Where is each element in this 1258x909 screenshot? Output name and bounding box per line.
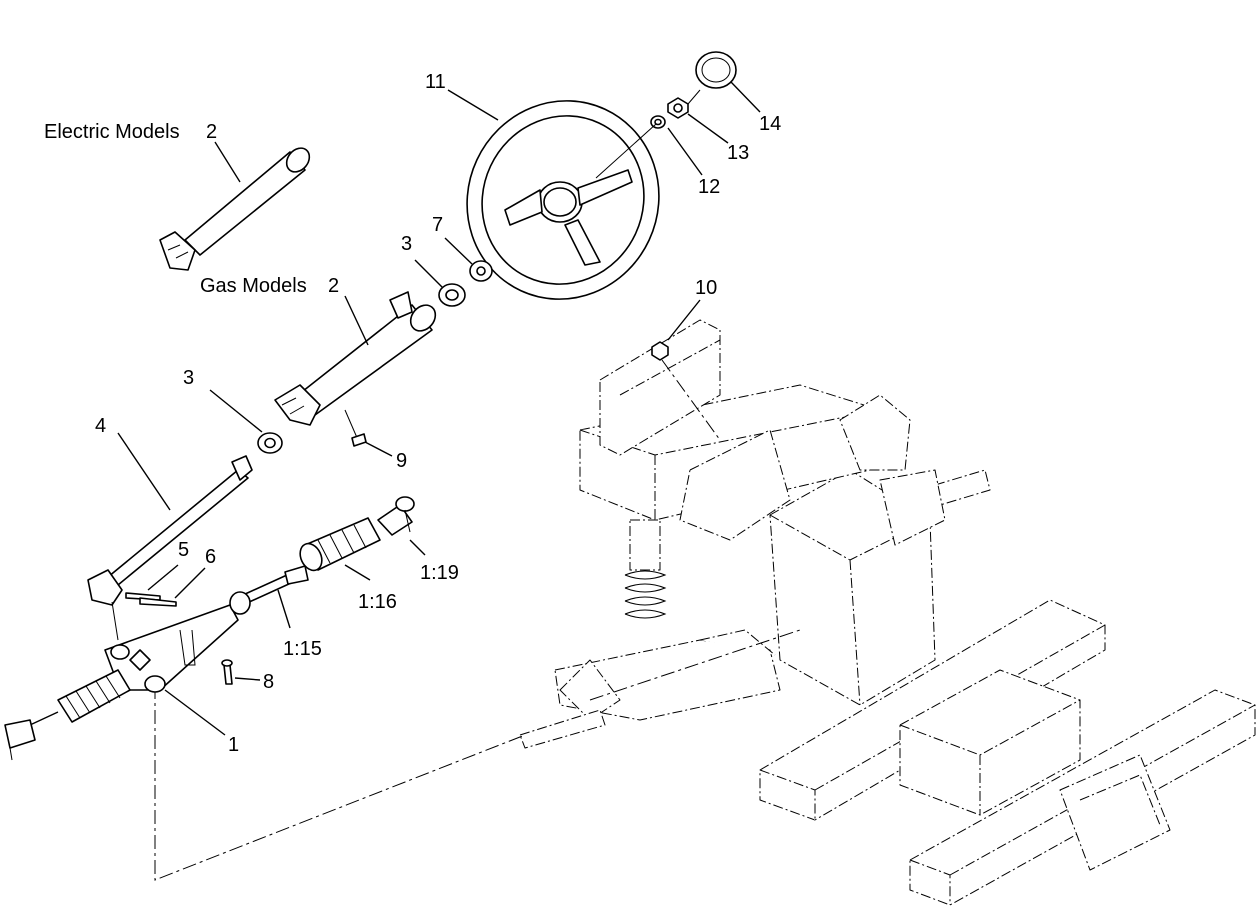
bolt-icon: [125, 592, 177, 607]
callout-10: 10: [695, 277, 717, 299]
bellows-boot-icon: [299, 517, 381, 572]
leader-lines: [117, 81, 761, 736]
callout-gas-models: Gas Models: [200, 275, 307, 297]
callout-7: 7: [432, 214, 443, 236]
chassis-frame-icon: [519, 319, 1256, 906]
alignment-lines: [154, 359, 801, 881]
tie-rod-end-icon: [377, 496, 415, 536]
callout-11: 11: [425, 71, 446, 93]
bearing-icon: [438, 283, 466, 307]
callout-electric-models: Electric Models: [44, 121, 180, 143]
steering-column-icon: [274, 291, 437, 426]
callout-1-15: 1:15: [283, 638, 322, 660]
cap-icon: [695, 51, 737, 89]
callout-4: 4: [95, 415, 106, 437]
callout-14: 14: [759, 113, 781, 135]
tie-rod-end-icon: [4, 711, 59, 761]
callout-3b: 3: [183, 367, 194, 389]
callout-6: 6: [205, 546, 216, 568]
callout-gas-models-ref: 2: [328, 275, 339, 297]
nut-icon: [667, 97, 689, 119]
steering-shaft-icon: [87, 455, 253, 641]
callout-electric-models-ref: 2: [206, 121, 217, 143]
tie-rod-icon: [229, 565, 309, 615]
nut-icon: [651, 341, 669, 361]
steering-rack-icon: [104, 604, 239, 693]
bellows-boot-icon: [57, 669, 131, 723]
bearing-icon: [257, 432, 283, 454]
bolt-icon: [221, 659, 233, 685]
steering-column-icon: [159, 147, 311, 271]
bolt-icon: [344, 409, 367, 447]
callout-1: 1: [228, 734, 239, 756]
callout-8: 8: [263, 671, 274, 693]
callout-5: 5: [178, 539, 189, 561]
callout-9: 9: [396, 450, 407, 472]
callout-1-16: 1:16: [358, 591, 397, 613]
washer-icon: [469, 260, 493, 282]
callout-13: 13: [727, 142, 749, 164]
callout-12: 12: [698, 176, 720, 198]
callout-3a: 3: [401, 233, 412, 255]
callout-1-19: 1:19: [420, 562, 459, 584]
steering-wheel-icon: [466, 100, 660, 300]
